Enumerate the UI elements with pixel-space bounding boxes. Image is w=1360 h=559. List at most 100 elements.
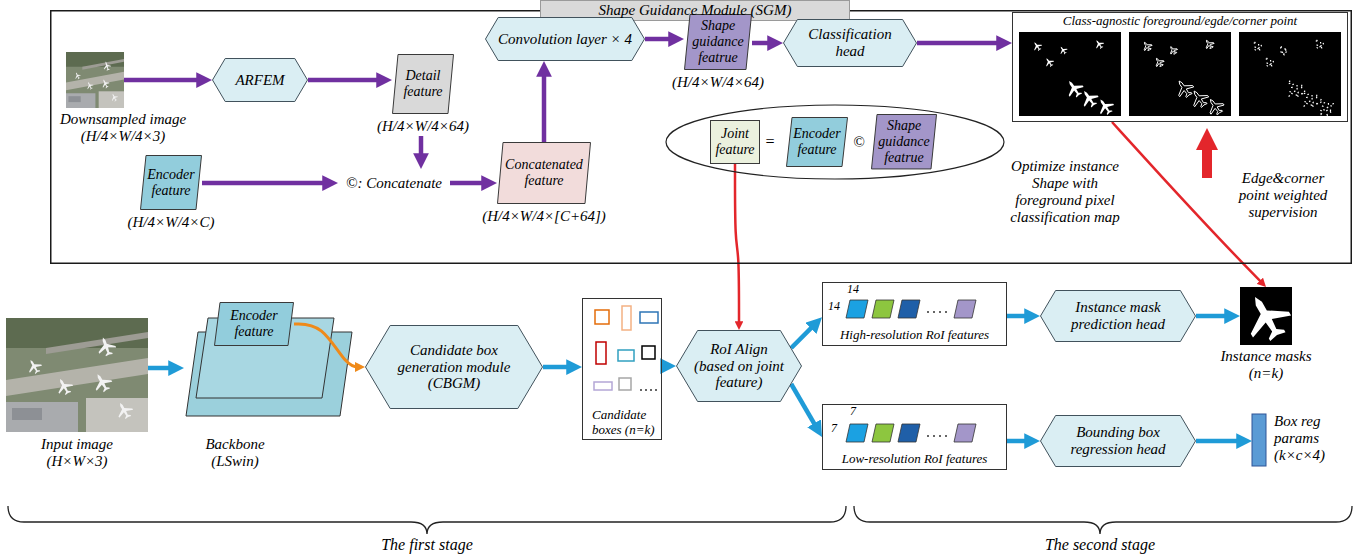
annotation-label: Optimize instance Shape with foreground …	[1004, 158, 1126, 226]
instance-mask	[1236, 286, 1297, 348]
annotation-label: Edge&corner point weighted supervision	[1228, 170, 1338, 221]
text-holder: ©	[851, 131, 867, 153]
mask-image: Instance masks (n=k)	[1240, 287, 1292, 345]
feature-map: Shape guidance featrue	[871, 114, 937, 169]
node-text: Concatenated feature	[502, 157, 586, 189]
flow-arrow	[542, 68, 547, 142]
text-holder: Detail feature	[397, 56, 449, 112]
node-text: RoI Align (based on joint feature)	[694, 341, 784, 392]
flow-arrow	[662, 364, 669, 369]
text-holder: Encoder feature	[791, 119, 843, 165]
text-holder: Classification head	[796, 21, 904, 65]
text-holder: 7	[825, 422, 843, 436]
flow-arrow	[645, 37, 677, 42]
text-holder: (H/4×W/4×64)	[352, 116, 494, 136]
feature-map: Concatenated feature(H/4×W/4×[C+64])	[497, 142, 591, 226]
text-holder: High-resolution RoI features	[822, 328, 1007, 343]
node-text: Encoder feature	[145, 167, 197, 199]
process-hexagon: Bounding box regression head	[1040, 415, 1196, 467]
text-holder: Input image (H×W×3)	[17, 436, 137, 470]
feature-map: Joint feature	[710, 120, 760, 164]
regression-bar	[1252, 414, 1266, 466]
node-text: Candidate boxes (n=k)	[592, 408, 658, 437]
roi-feature-panel: 1414High-resolution RoI features	[822, 282, 1007, 346]
roi-feature-panel: 77Low-resolution RoI features	[822, 404, 1007, 470]
feature-map: Encoder feature(H/4×W/4×C)	[140, 155, 202, 232]
flow-arrow	[1007, 314, 1033, 319]
feature-map: Encoder feature	[214, 302, 294, 346]
text-holder: Optimize instance Shape with foreground …	[1004, 158, 1126, 226]
node-text: High-resolution RoI features	[840, 328, 989, 343]
annotation-label: The first stage	[381, 536, 473, 554]
node-text: (H/4×W/4×C)	[128, 214, 215, 231]
process-hexagon: Instance mask prediction head	[1040, 290, 1196, 342]
aerial-image	[6, 318, 148, 432]
flow-arrow	[735, 164, 739, 326]
image-thumbnail: Downsampled image (H/4×W/4×3)	[66, 52, 124, 108]
aerial-thumbnail	[66, 52, 124, 108]
text-holder: Encoder feature	[145, 157, 197, 208]
node-text: ©: Concatenate	[346, 175, 442, 192]
node-text: ARFEM	[235, 72, 284, 89]
process-hexagon: RoI Align (based on joint feature)	[676, 330, 802, 402]
output-bar: Box reg params (k×c×4)	[1252, 414, 1266, 466]
node-text: Classification head	[796, 26, 904, 60]
node-text: Shape guidance featrue	[689, 18, 747, 65]
flow-arrow	[1007, 439, 1033, 444]
formula-ellipse: = © Joint feature Encoder feature Shape guid…	[665, 104, 1005, 180]
text-holder: 14	[844, 283, 862, 297]
text-holder: Box reg params (k×c×4)	[1274, 413, 1346, 464]
feature-map: Encoder feature	[786, 117, 848, 167]
flow-arrow	[752, 41, 776, 46]
text-holder: (H/4×W/4×64)	[644, 72, 792, 92]
text-holder: Concatenated feature	[502, 144, 586, 202]
text-holder: Encoder feature	[219, 304, 289, 344]
annotation-label: The second stage	[1045, 536, 1155, 554]
flow-arrow	[791, 384, 818, 431]
node-text: Backbone (LSwin)	[190, 436, 280, 470]
text-holder: Downsampled image (H/4×W/4×3)	[58, 111, 188, 145]
text-holder: =	[762, 131, 778, 153]
text-holder: RoI Align (based on joint feature)	[694, 332, 784, 400]
flow-arrow	[419, 136, 424, 162]
candidate-panel: Candidate boxes (n=k)	[582, 298, 662, 440]
node-text: Low-resolution RoI features	[842, 452, 988, 467]
node-text: (H/4×W/4×[C+64])	[482, 208, 606, 225]
feature-map: Detail feature(H/4×W/4×64)	[392, 54, 454, 136]
module-frame: Shape Guidance Module (SGM)Downsampled i…	[50, 10, 1352, 264]
node-text: Encoder feature	[219, 308, 289, 340]
text-holder: Candidate boxes (n=k)	[592, 408, 658, 437]
flow-arrow	[1196, 314, 1233, 319]
candidate-box-icons	[594, 306, 658, 391]
supervision-arrow	[1196, 128, 1218, 178]
text-holder: ARFEM	[224, 60, 296, 100]
node-text: Instance mask prediction head	[1054, 299, 1182, 333]
text-holder: ©: Concatenate	[341, 171, 447, 195]
concat-symbol: ©: Concatenate	[338, 169, 450, 197]
text-holder: Candidate box generation module (CBGM)	[386, 327, 522, 407]
text-holder: Class-agnostic foreground/egde/corner po…	[1012, 14, 1348, 29]
flow-arrow	[450, 181, 490, 186]
node-text: Instance masks (n=k)	[1216, 348, 1316, 382]
node-text: Convolution layer × 4	[498, 31, 632, 48]
text-holder: Edge&corner point weighted supervision	[1228, 170, 1338, 221]
process-hexagon: Convolution layer × 4	[485, 17, 645, 61]
process-hexagon: Classification head	[783, 19, 917, 67]
panel-outline	[1012, 12, 1348, 122]
text-holder: 7	[844, 405, 862, 419]
node-text: Input image (H×W×3)	[17, 436, 137, 470]
text-holder: Shape guidance featrue	[689, 16, 747, 68]
node-text: Shape guidance featrue	[876, 118, 932, 165]
flow-arrow	[791, 322, 817, 348]
text-holder: Shape guidance featrue	[876, 116, 932, 167]
flow-arrow	[1112, 122, 1263, 284]
node-text: Downsampled image (H/4×W/4×3)	[58, 111, 188, 145]
segmentation-maps	[1019, 32, 1341, 118]
text-holder: 14	[825, 300, 843, 314]
text-holder: Instance masks (n=k)	[1216, 348, 1316, 382]
node-text: =	[765, 133, 776, 151]
flow-arrow	[294, 324, 360, 367]
text-holder: Low-resolution RoI features	[822, 452, 1007, 467]
flow-arrow	[308, 78, 385, 83]
input-image: Input image (H×W×3)	[6, 318, 148, 432]
